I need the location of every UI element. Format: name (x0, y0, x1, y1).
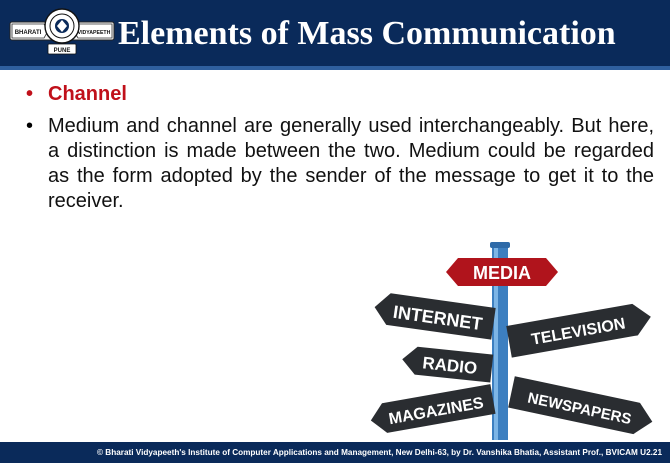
logo-text-left: BHARATI (15, 30, 42, 36)
sign-radio (402, 346, 494, 383)
header-divider (0, 66, 670, 70)
footer-copyright: © Bharati Vidyapeeth's Institute of Comp… (97, 448, 662, 457)
slide-footer: © Bharati Vidyapeeth's Institute of Comp… (0, 442, 670, 463)
sign-magazines (370, 384, 496, 433)
logo-text-bottom: PUNE (54, 48, 71, 54)
sign-newspapers (508, 376, 653, 435)
slide-content: • Channel • Medium and channel are gener… (0, 70, 670, 442)
bullet-marker: • (26, 83, 34, 105)
bullet-item: • Channel (26, 82, 656, 107)
bullet-body-text: Medium and channel are generally used in… (48, 115, 654, 212)
media-signpost-image: MEDIA INTERNET TELEVISION RADIO MAGAZINE… (366, 240, 662, 440)
sign-media (446, 258, 558, 286)
bullet-item: • Medium and channel are generally used … (26, 114, 656, 239)
bullet-heading-channel: Channel (48, 83, 127, 105)
sign-internet (374, 293, 496, 340)
slide-header: BHARATI VIDYAPEETH PUNE Elements of Mass… (0, 0, 670, 66)
logo-text-right: VIDYAPEETH (78, 30, 111, 36)
bullet-marker: • (26, 115, 34, 137)
sign-label-media: MEDIA (473, 263, 531, 283)
sign-television (506, 303, 651, 358)
institute-logo: BHARATI VIDYAPEETH PUNE (9, 8, 115, 55)
slide-title: Elements of Mass Communication (118, 15, 616, 52)
